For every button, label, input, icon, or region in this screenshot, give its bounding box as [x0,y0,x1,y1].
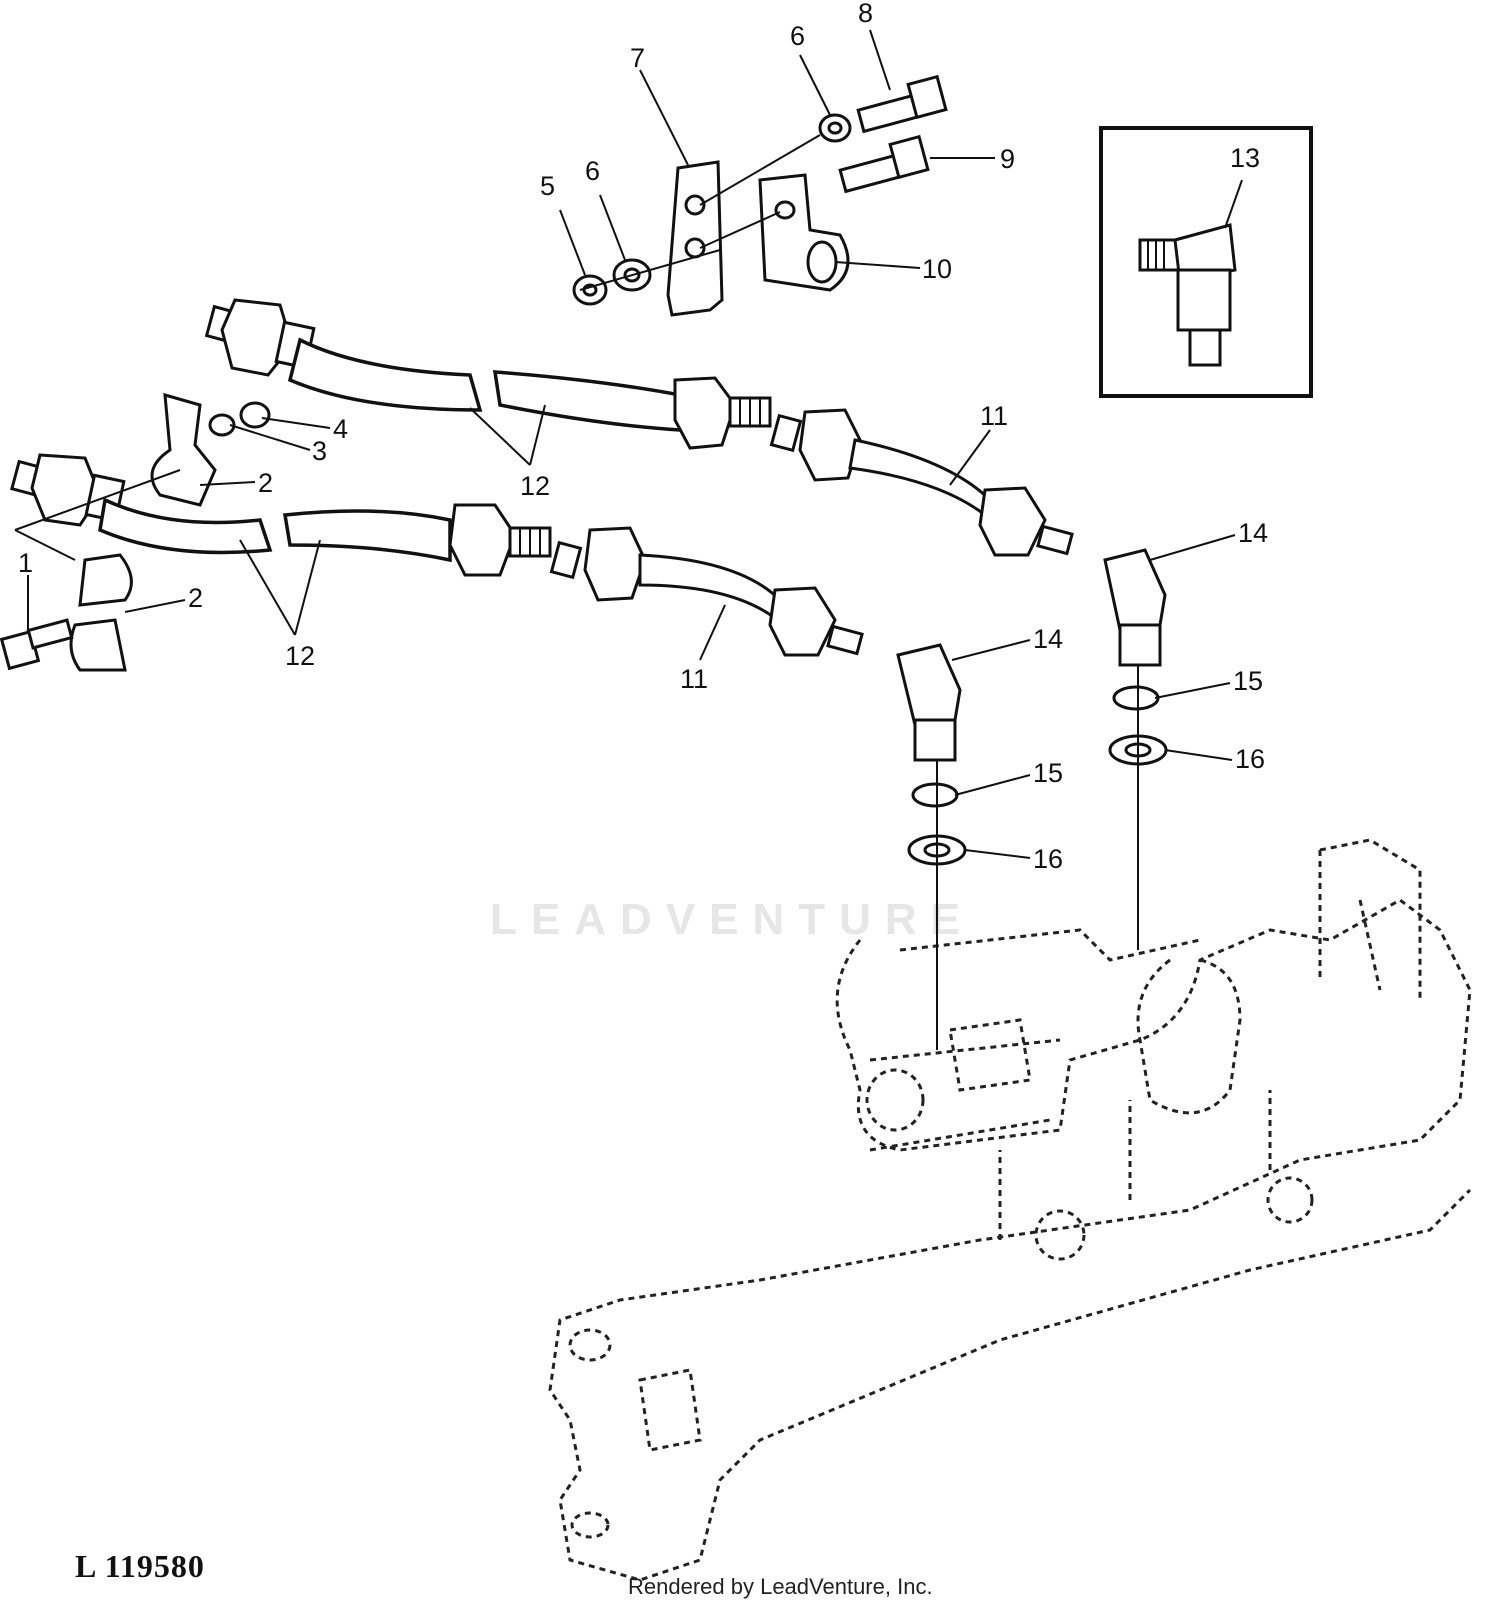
callout-12-upper: 12 [520,471,550,501]
part-13-elbow-fitting [1138,223,1237,367]
part-15-washer-upper [1112,685,1160,711]
callout-4: 4 [333,414,348,444]
part-14-elbow-lower [896,643,962,762]
inset-box [1099,126,1313,398]
callout-5: 5 [540,171,555,201]
callout-14-upper: 14 [1238,518,1268,548]
part-2-clamp-upper [150,392,217,507]
callout-labels: 1 2 2 3 4 5 6 6 7 8 9 10 11 11 12 12 13 … [18,0,1268,874]
axle-housing-outline [548,838,1472,1582]
part-8-bolt [856,74,948,134]
part-15-washer-lower [911,782,959,808]
part-9-bolt [838,134,930,194]
callout-11-upper: 11 [980,401,1008,431]
callout-9: 9 [1000,144,1015,174]
credit-line: Rendered by LeadVenture, Inc. [628,1574,933,1599]
part-3-washer [208,413,236,437]
part-4-nut [239,401,271,429]
leader-lines [27,29,1243,859]
callout-8: 8 [858,0,873,28]
callout-12-lower: 12 [285,641,315,671]
callout-3: 3 [312,436,327,466]
part-6-washer-upper [818,113,852,143]
upper-hose-assembly [204,298,1074,557]
callout-6-upper: 6 [790,21,805,51]
callout-11-lower: 11 [680,664,708,694]
part-1-bolt [0,618,74,671]
callout-14-lower: 14 [1033,624,1063,654]
figure-number: L 119580 [75,1548,205,1584]
lower-hose-assembly [10,453,864,657]
callout-2-upper: 2 [258,468,273,498]
alignment-lines [14,249,1139,1050]
part-10-clamp [758,173,850,292]
part-14-elbow-upper [1103,548,1167,667]
callout-10: 10 [922,254,952,284]
callout-15-lower: 15 [1033,758,1063,788]
callout-7: 7 [630,43,645,73]
callout-16-lower: 16 [1033,844,1063,874]
callout-16-upper: 16 [1235,744,1265,774]
callout-13: 13 [1230,143,1260,173]
callout-1: 1 [18,548,33,578]
part-5-nut [572,274,608,306]
part-7-bracket [666,160,724,317]
watermark: LEADVENTURE [490,895,975,944]
callout-6-lower: 6 [585,156,600,186]
callout-2-lower: 2 [188,583,203,613]
part-2-clamp-lower [69,553,133,672]
callout-15-upper: 15 [1233,666,1263,696]
